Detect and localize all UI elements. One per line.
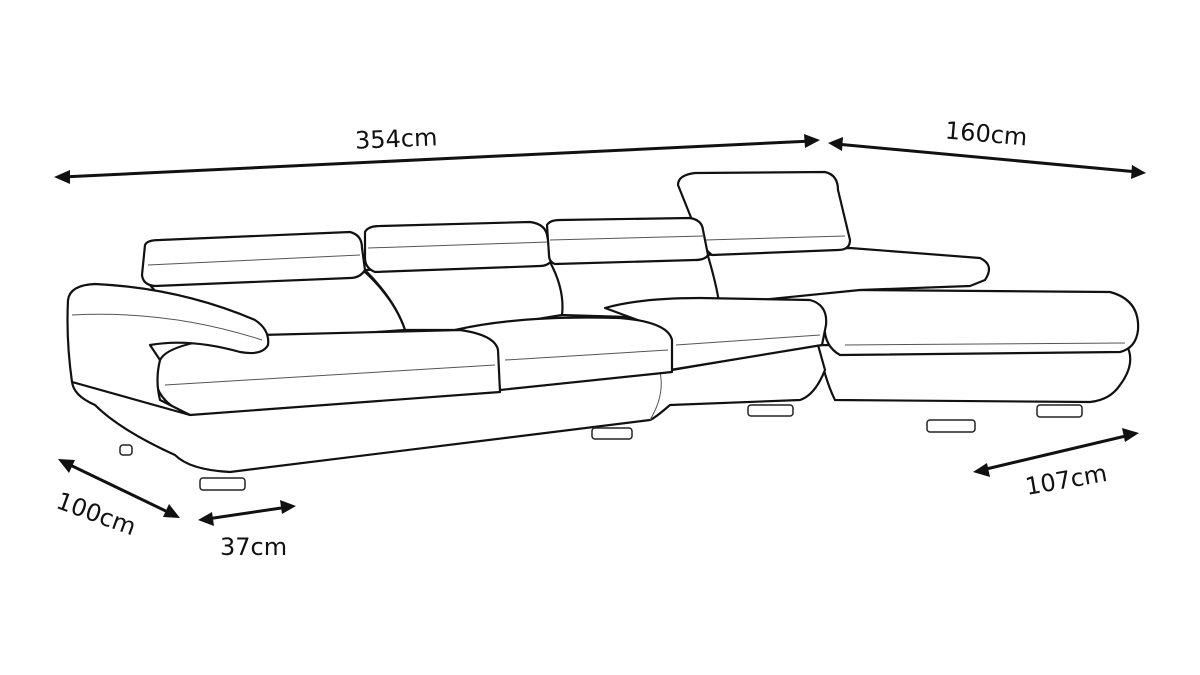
sofa-legs: [119, 404, 1083, 491]
arrow-107: [981, 433, 1131, 472]
seat-3: [603, 296, 828, 372]
seat-2: [453, 316, 674, 392]
dimension-arrows: [54, 134, 1146, 526]
arrow-354: [61, 139, 813, 179]
arrow-100: [65, 461, 173, 516]
left-armrest: [66, 282, 270, 417]
arrow-160: [835, 142, 1139, 174]
label-354cm: 354cm: [354, 123, 438, 155]
headrest-1: [140, 230, 367, 288]
arrow-37: [206, 505, 289, 521]
label-37cm: 37cm: [220, 533, 288, 561]
chaise-base: [816, 343, 1132, 404]
headrest-3: [545, 216, 710, 266]
corner-backrest: [703, 246, 991, 302]
